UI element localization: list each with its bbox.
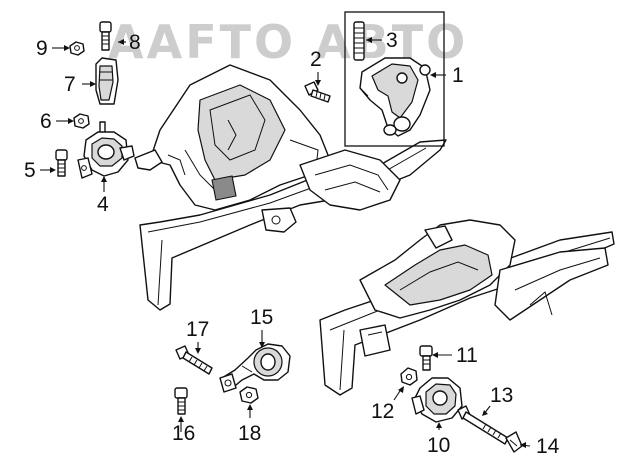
leader-arrows bbox=[50, 37, 526, 448]
part-1-box bbox=[344, 11, 445, 147]
part-5-bolt bbox=[55, 149, 68, 177]
part-14-clip bbox=[505, 431, 523, 453]
callout-10: 10 bbox=[427, 434, 450, 457]
part-4-engine-mount bbox=[77, 121, 135, 179]
right-frame-assembly bbox=[319, 219, 615, 396]
callout-labels: 1 2 3 4 5 6 7 8 9 10 11 12 13 14 15 16 1… bbox=[24, 29, 560, 458]
callout-4: 4 bbox=[97, 193, 109, 216]
part-10-transmission-mount bbox=[411, 377, 463, 423]
part-11-bolt bbox=[419, 345, 433, 371]
callout-18: 18 bbox=[238, 422, 261, 445]
callout-1: 1 bbox=[452, 64, 464, 87]
callout-17: 17 bbox=[186, 318, 209, 341]
callout-9: 9 bbox=[36, 37, 48, 60]
callout-3: 3 bbox=[386, 29, 398, 52]
part-2-bolt bbox=[304, 81, 331, 103]
callout-6: 6 bbox=[40, 110, 52, 133]
part-13-bolt bbox=[457, 405, 509, 445]
callout-16: 16 bbox=[172, 422, 195, 445]
callout-11: 11 bbox=[456, 344, 478, 367]
part-12-nut bbox=[400, 367, 418, 386]
part-6-nut bbox=[73, 113, 90, 129]
callout-2: 2 bbox=[310, 48, 322, 71]
callout-14: 14 bbox=[536, 435, 560, 458]
part-17-bolt bbox=[175, 345, 213, 375]
part-15-torque-rod bbox=[219, 343, 291, 393]
left-frame-assembly bbox=[134, 64, 447, 311]
part-8-bolt bbox=[99, 21, 112, 51]
part-18-nut bbox=[239, 386, 259, 404]
part-3-stud bbox=[353, 21, 365, 61]
callout-5: 5 bbox=[24, 159, 36, 182]
callout-12: 12 bbox=[371, 400, 394, 423]
part-16-bolt bbox=[174, 387, 188, 415]
part-7-insulator bbox=[95, 57, 119, 105]
part-1-mount-bracket bbox=[344, 11, 445, 147]
callout-8: 8 bbox=[129, 31, 141, 54]
part-9-nut bbox=[69, 41, 85, 56]
callout-15: 15 bbox=[250, 306, 273, 329]
callout-13: 13 bbox=[490, 384, 513, 407]
callout-7: 7 bbox=[64, 73, 76, 96]
